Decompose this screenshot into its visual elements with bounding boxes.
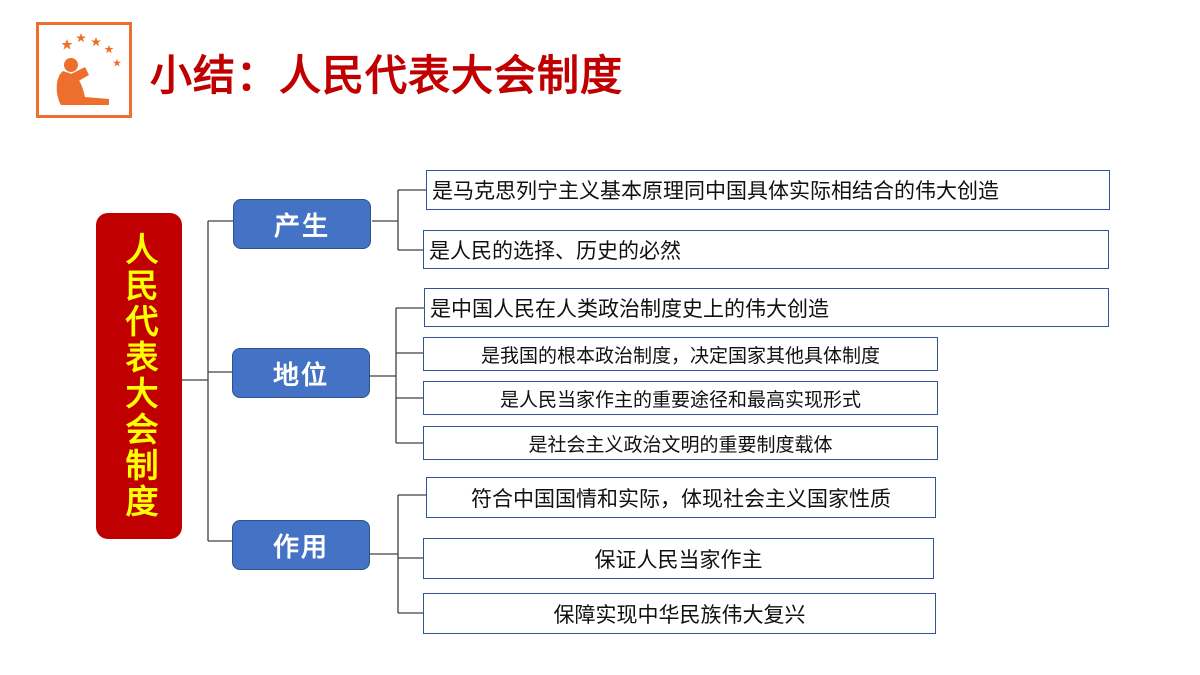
leaf-item: 是人民的选择、历史的必然 xyxy=(423,230,1109,269)
logo xyxy=(36,22,132,118)
leaf-item: 是马克思列宁主义基本原理同中国具体实际相结合的伟大创造 xyxy=(426,170,1110,210)
root-label: 人民代表大会制度 xyxy=(120,232,159,520)
leaf-item: 是我国的根本政治制度，决定国家其他具体制度 xyxy=(423,337,938,371)
branch-node-diwei: 地位 xyxy=(232,348,370,398)
leaf-item: 符合中国国情和实际，体现社会主义国家性质 xyxy=(426,477,936,518)
branch-node-zuoyong: 作用 xyxy=(232,520,370,570)
page-title: 小结：人民代表大会制度 xyxy=(150,51,624,100)
leaf-item: 保证人民当家作主 xyxy=(423,538,934,579)
leaf-item: 是中国人民在人类政治制度史上的伟大创造 xyxy=(424,288,1109,327)
root-node: 人民代表大会制度 xyxy=(96,213,182,539)
branch-connector-chansheng xyxy=(372,189,426,251)
root-connector xyxy=(182,220,233,542)
branch-node-chansheng: 产生 xyxy=(233,199,371,249)
reading-girl-icon xyxy=(56,33,121,105)
leaf-item: 是人民当家作主的重要途径和最高实现形式 xyxy=(423,381,938,415)
branch-connector-diwei xyxy=(370,307,424,444)
leaf-item: 是社会主义政治文明的重要制度载体 xyxy=(423,426,938,460)
branch-connector-zuoyong xyxy=(370,494,426,614)
leaf-item: 保障实现中华民族伟大复兴 xyxy=(423,593,936,634)
